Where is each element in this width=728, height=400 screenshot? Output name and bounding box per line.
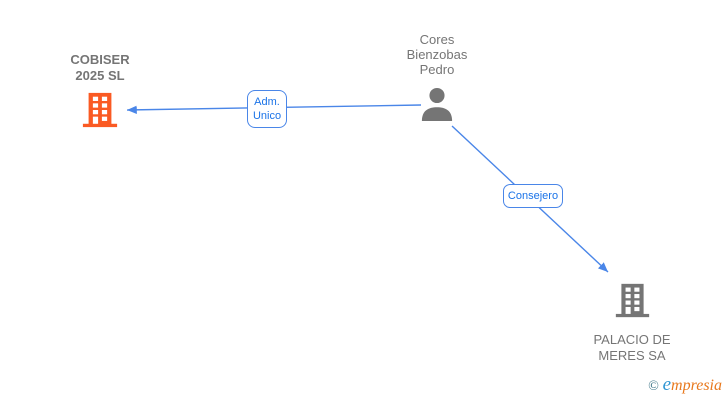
company-name: PALACIO DE MERES SA xyxy=(570,332,694,364)
edge-label-consejero[interactable]: Consejero xyxy=(503,184,563,208)
person-name-line: Pedro xyxy=(419,62,455,77)
company-node-cobiser[interactable]: COBISER 2025 SL xyxy=(38,52,162,134)
company-name-line: COBISER xyxy=(70,52,130,67)
brand-text: mpresia xyxy=(671,377,722,394)
building-icon xyxy=(614,282,651,319)
edge-label-line: Adm. xyxy=(254,96,280,108)
copyright-icon: © xyxy=(647,379,659,394)
person-name: Cores Bienzobas Pedro xyxy=(375,32,499,77)
company-name: COBISER 2025 SL xyxy=(38,52,162,84)
person-node-cores-bienzobas-pedro[interactable]: Cores Bienzobas Pedro xyxy=(375,32,499,127)
company-name-line: 2025 SL xyxy=(75,68,125,83)
person-icon xyxy=(420,86,454,122)
company-node-palacio-de-meres[interactable]: PALACIO DE MERES SA xyxy=(570,282,694,364)
company-name-line: MERES SA xyxy=(598,348,666,363)
building-icon xyxy=(81,91,119,129)
company-name-line: PALACIO DE xyxy=(593,332,671,347)
edge-label-line: Unico xyxy=(252,110,282,122)
edge-label-line: Consejero xyxy=(507,190,559,202)
person-name-line: Bienzobas xyxy=(406,47,468,62)
empresia-logo[interactable]: ©empresia xyxy=(648,374,722,396)
brand-initial: e xyxy=(662,374,672,395)
person-name-line: Cores xyxy=(419,32,455,47)
edge-label-adm-unico[interactable]: Adm. Unico xyxy=(247,90,287,128)
